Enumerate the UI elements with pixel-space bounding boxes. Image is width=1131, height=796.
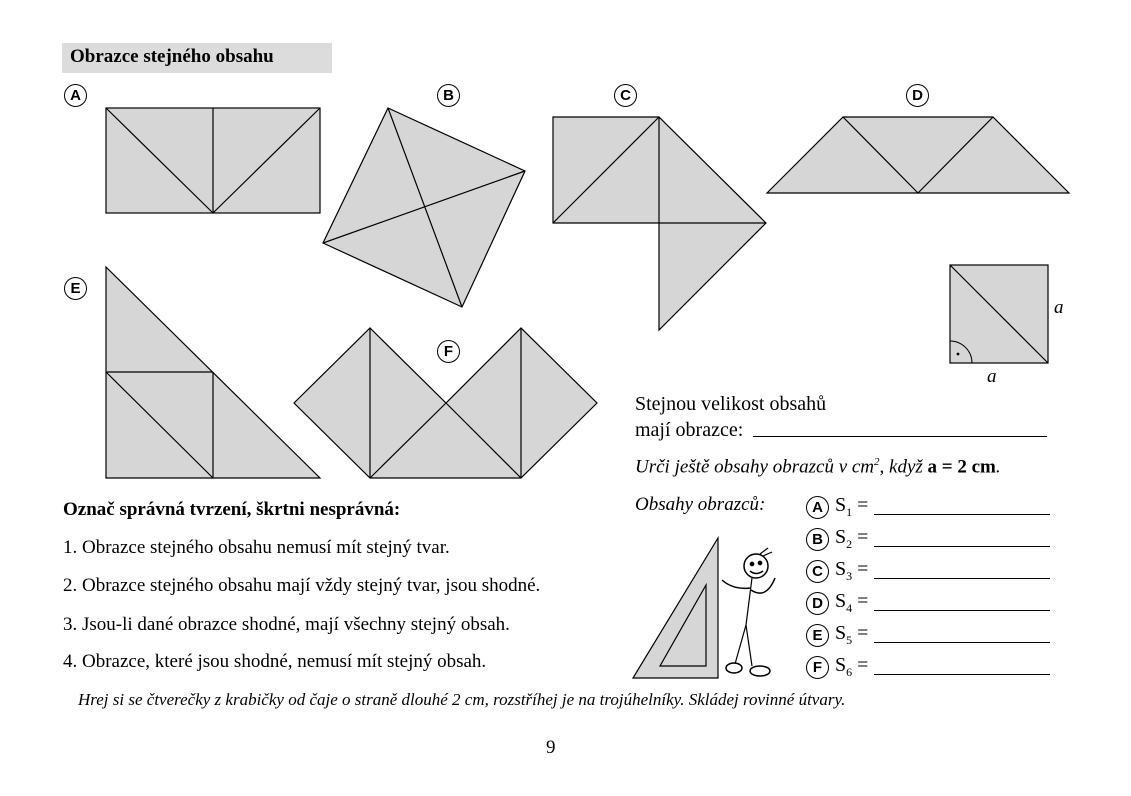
area-row-label: A (806, 495, 829, 519)
area-row-label: D (806, 591, 829, 615)
page-number: 9 (546, 737, 556, 758)
unit-square-bottom-label: a (987, 366, 997, 387)
figure-a (105, 107, 321, 214)
unit-square (949, 264, 1049, 364)
figure-label-c: C (614, 84, 637, 107)
area-row-c: C S3 = (806, 558, 1051, 584)
area-row-d: D S4 = (806, 590, 1051, 616)
area-row-e: E S5 = (806, 622, 1051, 648)
area-row-a: A S1 = (806, 494, 1051, 520)
unit-square-side-label: a (1054, 297, 1064, 318)
same-area-answer-field[interactable] (753, 436, 1048, 437)
figure-b (322, 107, 526, 308)
statement-1[interactable]: 1. Obrazce stejného obsahu nemusí mít st… (63, 537, 450, 558)
area-row-label: B (806, 527, 829, 551)
area-row-f: F S6 = (806, 654, 1051, 680)
area-answer-field-f[interactable] (874, 660, 1051, 675)
page-title: Obrazce stejného obsahu (70, 46, 274, 67)
figure-f (293, 327, 598, 479)
area-row-label: F (806, 655, 829, 679)
figure-label-d: D (906, 84, 929, 107)
question-line-1: Stejnou velikost obsahů (635, 393, 827, 415)
figure-d (765, 116, 1071, 194)
area-row-b: B S2 = (806, 526, 1051, 552)
statement-2[interactable]: 2. Obrazce stejného obsahu mají vždy ste… (63, 575, 541, 596)
figure-label-f: F (437, 340, 460, 363)
triangle-ruler-illustration (631, 535, 719, 679)
task-instruction: Urči ještě obsahy obrazců v cm2, když a … (635, 456, 1001, 478)
figure-label-a: A (64, 84, 87, 107)
title-background (62, 43, 332, 73)
area-answer-field-c[interactable] (874, 564, 1051, 579)
statements-heading: Označ správná tvrzení, škrtni nesprávná: (63, 499, 401, 520)
statement-4[interactable]: 4. Obrazce, které jsou shodné, nemusí mí… (63, 651, 487, 672)
area-answer-field-a[interactable] (874, 500, 1051, 515)
area-answer-field-b[interactable] (874, 532, 1051, 547)
figure-label-b: B (437, 84, 460, 107)
question-same-area: Stejnou velikost obsahů mají obrazce: (635, 391, 1048, 443)
areas-label: Obsahy obrazců: (635, 494, 766, 515)
area-row-label: E (806, 623, 829, 647)
question-line-2: mají obrazce: (635, 419, 744, 441)
statement-3[interactable]: 3. Jsou-li dané obrazce shodné, mají vše… (63, 614, 510, 635)
figure-label-e: E (64, 277, 87, 300)
footer-note: Hrej si se čtverečky z krabičky od čaje … (78, 690, 846, 709)
area-answer-field-d[interactable] (874, 596, 1051, 611)
area-answer-field-e[interactable] (874, 628, 1051, 643)
figure-c (552, 116, 767, 332)
stick-figure-illustration (721, 547, 776, 677)
area-row-label: C (806, 559, 829, 583)
figure-e (105, 265, 322, 479)
